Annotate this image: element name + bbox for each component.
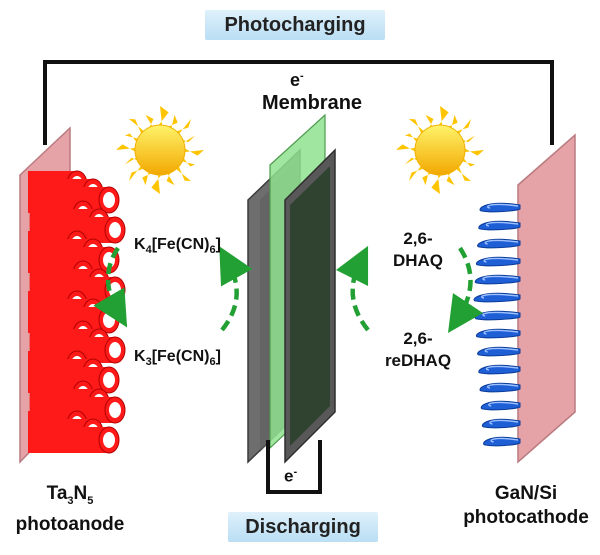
nanorod-core bbox=[109, 402, 121, 418]
photocathode-label: GaN/Si photocathode bbox=[456, 482, 596, 530]
ta3n5-nanorod-array bbox=[28, 170, 126, 454]
nanowire-highlight bbox=[482, 311, 519, 317]
nanowire-highlight bbox=[485, 365, 519, 371]
sun-ray bbox=[181, 135, 196, 143]
sun-ray bbox=[166, 171, 175, 186]
nanowire-highlight bbox=[483, 329, 519, 335]
dhaq-label: 2,6-DHAQ bbox=[392, 229, 444, 270]
sun-ray bbox=[124, 157, 139, 165]
sun-ray bbox=[404, 133, 419, 143]
nanowire-highlight bbox=[490, 437, 519, 443]
sun-ray bbox=[447, 114, 458, 129]
cathode-role: photocathode bbox=[463, 507, 589, 528]
sun-ray bbox=[128, 165, 145, 182]
sun-ray bbox=[408, 118, 425, 135]
membrane-assembly bbox=[247, 113, 336, 464]
ferrocyanide-label: K4[Fe(CN)6] bbox=[134, 236, 221, 257]
sun-ray bbox=[425, 114, 434, 129]
sun-ray bbox=[408, 165, 425, 182]
sun-ray bbox=[151, 173, 163, 194]
cathode-material: GaN/Si bbox=[494, 483, 558, 504]
redox-arrow-right-up bbox=[335, 245, 370, 332]
gan-nanowire-array bbox=[473, 202, 521, 447]
nanowire-highlight bbox=[484, 239, 519, 245]
sun-ray bbox=[422, 171, 433, 186]
anode-formula: Ta3N5 bbox=[46, 483, 94, 507]
sun-ray bbox=[446, 171, 455, 186]
cell-plate-front-face bbox=[290, 166, 330, 446]
sun-ray bbox=[455, 118, 472, 135]
sun-ray bbox=[142, 171, 153, 186]
sun-ray bbox=[396, 144, 417, 153]
sun-disc bbox=[414, 124, 466, 176]
nanorod-core bbox=[103, 312, 115, 328]
nanowire-highlight bbox=[483, 257, 519, 263]
anode-role: photoanode bbox=[15, 513, 125, 535]
discharging-banner: Discharging bbox=[228, 512, 378, 542]
sun-ray bbox=[455, 165, 472, 182]
sun-ray bbox=[128, 118, 145, 135]
sun-ray bbox=[431, 173, 443, 194]
sun-ray bbox=[437, 106, 449, 127]
circuit-wire-top bbox=[43, 60, 554, 145]
redhaq-label: 2,6-reDHAQ bbox=[384, 329, 452, 370]
sun-ray bbox=[175, 165, 192, 182]
nanowire-highlight bbox=[486, 383, 519, 389]
sun-ray bbox=[167, 114, 178, 129]
photocathode-plate bbox=[517, 133, 576, 464]
electron-label-bottom: e- bbox=[284, 466, 298, 486]
sun-ray bbox=[461, 135, 476, 143]
circuit-wire-bottom bbox=[266, 440, 322, 494]
sun-ray bbox=[175, 118, 192, 135]
sun-ray bbox=[183, 147, 204, 156]
sun-ray bbox=[461, 157, 476, 167]
nanorod-core bbox=[103, 432, 115, 448]
sun-disc bbox=[134, 124, 186, 176]
redox-arrow-left-up bbox=[219, 246, 253, 332]
redox-arrow-right-down bbox=[448, 246, 483, 333]
photoanode-label: Ta3N5 photoanode bbox=[10, 482, 130, 537]
nanowire-highlight bbox=[482, 275, 519, 281]
nanowire-highlight bbox=[488, 401, 519, 407]
electron-label-top: e- bbox=[290, 70, 304, 90]
sun-icon bbox=[396, 106, 484, 194]
nanorod-core bbox=[103, 192, 115, 208]
photocharging-banner: Photocharging bbox=[205, 10, 385, 40]
membrane-label: Membrane bbox=[262, 92, 363, 114]
redox-arrow-left-down bbox=[93, 246, 128, 328]
sun-ray bbox=[463, 147, 484, 156]
sun-ray bbox=[404, 157, 419, 165]
nanorod-core bbox=[109, 342, 121, 358]
nanorod-core bbox=[103, 372, 115, 388]
nanorod-core bbox=[109, 222, 121, 238]
nanorod bbox=[28, 427, 109, 453]
sun-ray bbox=[124, 133, 139, 143]
sun-ray bbox=[145, 114, 154, 129]
nanowire-highlight bbox=[485, 221, 519, 227]
sun-ray bbox=[116, 144, 137, 153]
nanowire-highlight bbox=[489, 419, 519, 425]
nanowire-highlight bbox=[484, 347, 519, 353]
sun-ray bbox=[181, 157, 196, 167]
sun-ray bbox=[157, 106, 169, 127]
sun-icon bbox=[116, 106, 204, 194]
nanowire-highlight bbox=[486, 203, 519, 209]
ferricyanide-label: K3[Fe(CN)6] bbox=[134, 348, 221, 369]
